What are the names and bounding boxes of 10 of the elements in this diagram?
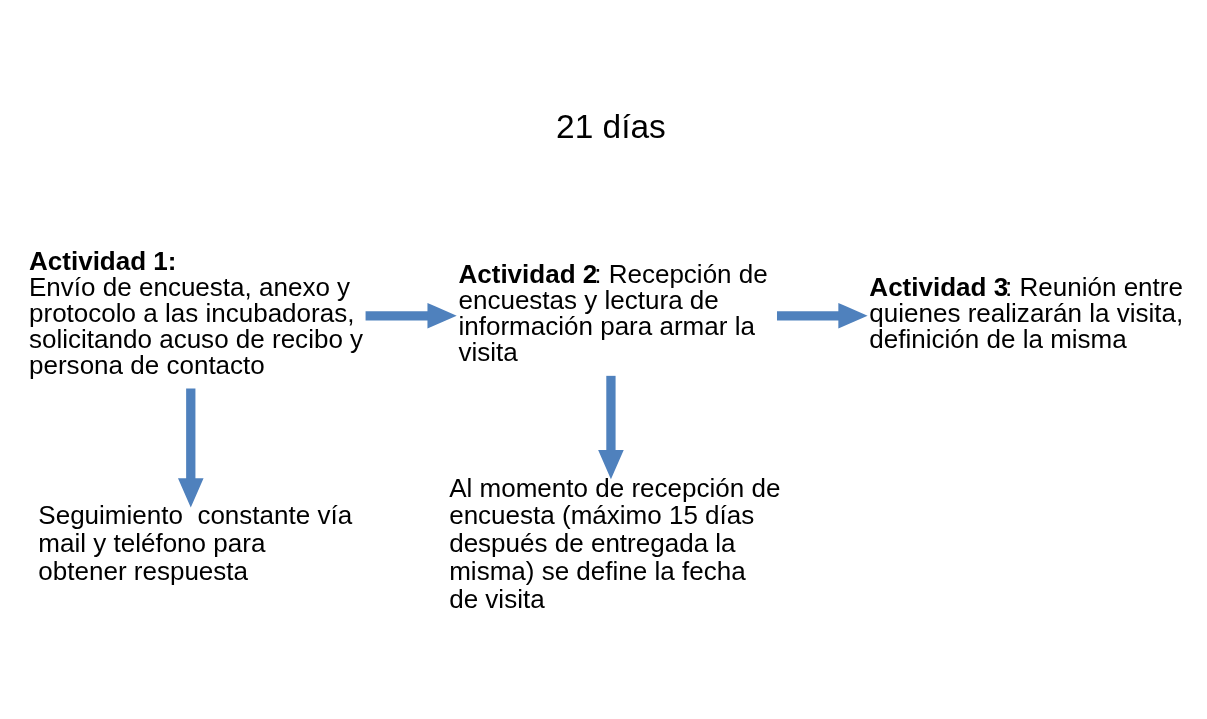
node-text: Seguimiento constante vía mail y teléfono para obtener respuesta <box>38 500 353 587</box>
node-text: Actividad 3: Reunión entre quienes realizarán la visita, definición de la misma <box>869 271 1184 354</box>
arrow <box>598 375 624 480</box>
arrow <box>178 388 204 508</box>
label: 21 días <box>556 108 666 146</box>
arrow <box>777 303 868 329</box>
node-text: Al momento de recepción de encuesta (máximo 15 días después de entregada la misma) se define la fecha de visita <box>449 472 781 615</box>
node-text: Actividad 1: Envío de encuesta, anexo y protocolo a las incubadoras, solicitando acuso de recibo y persona de contacto <box>29 245 364 380</box>
arrow <box>365 303 457 329</box>
node-text: Actividad 2: Recepción de encuestas y lectura de información para armar la visita <box>458 258 768 367</box>
